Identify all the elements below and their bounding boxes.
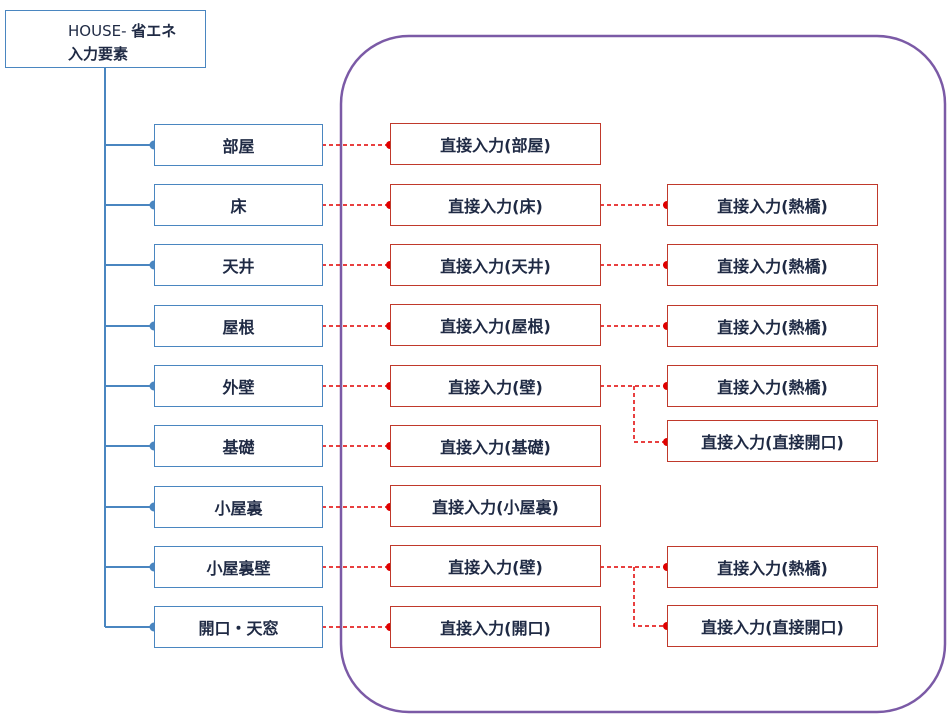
element-links [322, 144, 667, 628]
direct-input-thermal-bridge[interactable]: 直接入力(熱橋) [667, 546, 878, 588]
direct-input-opening[interactable]: 直接入力(開口) [390, 606, 601, 648]
direct-input-thermal-bridge[interactable]: 直接入力(熱橋) [667, 365, 878, 407]
root-subtitle: 入力要素 [68, 45, 129, 63]
direct-input-attic-wall[interactable]: 直接入力(壁) [390, 545, 601, 587]
element-attic-wall[interactable]: 小屋裏壁 [154, 546, 323, 588]
tree-branches [105, 144, 154, 628]
element-roof[interactable]: 屋根 [154, 305, 323, 347]
direct-input-direct-opening[interactable]: 直接入力(直接開口) [667, 605, 878, 647]
root-title-latin: HOUSE- [68, 22, 132, 40]
root-title: HOUSE- 省エネ [68, 20, 176, 41]
direct-input-ceiling[interactable]: 直接入力(天井) [390, 244, 601, 286]
direct-input-floor[interactable]: 直接入力(床) [390, 184, 601, 226]
direct-input-roof[interactable]: 直接入力(屋根) [390, 304, 601, 346]
direct-input-foundation[interactable]: 直接入力(基礎) [390, 425, 601, 467]
direct-input-thermal-bridge[interactable]: 直接入力(熱橋) [667, 184, 878, 226]
element-foundation[interactable]: 基礎 [154, 425, 323, 467]
direct-input-room[interactable]: 直接入力(部屋) [390, 123, 601, 165]
direct-input-thermal-bridge[interactable]: 直接入力(熱橋) [667, 305, 878, 347]
element-floor[interactable]: 床 [154, 184, 323, 226]
element-room[interactable]: 部屋 [154, 124, 323, 166]
direct-input-thermal-bridge[interactable]: 直接入力(熱橋) [667, 244, 878, 286]
direct-input-attic[interactable]: 直接入力(小屋裏) [390, 485, 601, 527]
link-line [633, 567, 667, 627]
direct-input-direct-opening[interactable]: 直接入力(直接開口) [667, 420, 878, 462]
element-attic[interactable]: 小屋裏 [154, 486, 323, 528]
element-opening-skylight[interactable]: 開口・天窓 [154, 606, 323, 648]
direct-input-group-outline [339, 34, 947, 714]
root-node: HOUSE- 省エネ 入力要素 [5, 10, 206, 68]
link-line [633, 386, 667, 443]
direct-input-wall[interactable]: 直接入力(壁) [390, 365, 601, 407]
root-title-jp: 省エネ [131, 22, 177, 40]
element-exterior-wall[interactable]: 外壁 [154, 365, 323, 407]
element-ceiling[interactable]: 天井 [154, 244, 323, 286]
